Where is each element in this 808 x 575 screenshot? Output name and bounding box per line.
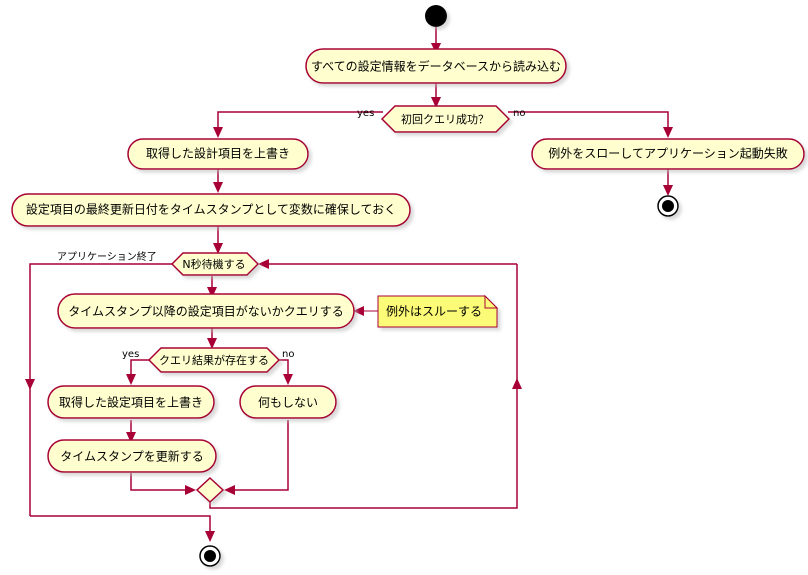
flow-d1-no-to-a4 (508, 111, 669, 132)
arrowhead-a5-to-d3 (207, 338, 217, 349)
decision-d2-exit-label: アプリケーション終了 (57, 250, 157, 263)
flow-d3-no-to-a7 (278, 359, 289, 379)
arrowhead-exit-to-end2 (205, 531, 215, 542)
decision-d1-yes-label: yes (357, 108, 374, 119)
flow-a7-to-merge (230, 420, 289, 491)
arrowhead-d1-yes (213, 127, 223, 138)
arrowhead-loopback-mid (512, 378, 522, 389)
decision-d2-label: N秒待機する (182, 257, 245, 271)
merge-node-m1 (195, 476, 225, 504)
arrowhead-a3-to-d2 (213, 243, 223, 254)
arrowhead-a4-to-end1 (663, 185, 673, 196)
decision-d3-no-label: no (282, 349, 294, 360)
activity-a8-label: タイムスタンプを更新する (60, 449, 203, 464)
activity-a4-label: 例外をスローしてアプリケーション起動失敗 (548, 146, 787, 161)
decision-d3-yes-label: yes (122, 349, 139, 360)
arrowhead-loopback-to-d2 (258, 259, 269, 269)
note-n1: 例外はスルーする (377, 294, 499, 328)
arrowhead-note-connector (353, 306, 364, 316)
decision-d1[interactable]: 初回クエリ成功？ (380, 105, 511, 133)
end-node-e2 (199, 545, 221, 567)
decision-d1-no-label: no (513, 108, 525, 119)
arrowhead-d3-yes (126, 374, 136, 385)
activity-a2[interactable]: 取得した設計項目を上書き (127, 138, 309, 170)
activity-a3[interactable]: 設定項目の最終更新日付をタイムスタンプとして変数に確保しておく (11, 193, 411, 227)
flow-d1-yes-to-a2 (217, 111, 383, 132)
activity-a4[interactable]: 例外をスローしてアプリケーション起動失敗 (531, 138, 805, 170)
activity-a1[interactable]: すべての設定情報をデータベースから読み込む (305, 48, 567, 84)
decision-d3-label: クエリ結果が存在する (159, 353, 269, 367)
arrowhead-d2-exit-mid (25, 379, 35, 390)
activity-a6-label: 取得した設定項目を上書き (59, 395, 203, 410)
arrowhead-a1-to-d1 (431, 97, 441, 108)
end-node-e1 (657, 195, 679, 217)
activity-a5-label: タイムスタンプ以降の設定項目がないかクエリする (68, 304, 343, 319)
arrowhead-a8-to-merge (185, 485, 196, 495)
arrowhead-a2-to-a3 (213, 182, 223, 193)
decision-d1-label: 初回クエリ成功？ (401, 112, 489, 126)
arrowhead-a6-to-a8 (126, 432, 136, 443)
arrowhead-d3-no (283, 374, 293, 385)
flow-d2-exit-left (29, 263, 172, 516)
arrowhead-d1-no (663, 127, 673, 138)
activity-a2-label: 取得した設計項目を上書き (146, 146, 290, 161)
activity-a1-label: すべての設定情報をデータベースから読み込む (311, 59, 561, 74)
activity-a8[interactable]: タイムスタンプを更新する (47, 439, 217, 473)
activity-a7[interactable]: 何もしない (239, 385, 337, 419)
start-node (425, 5, 447, 27)
activity-a5[interactable]: タイムスタンプ以降の設定項目がないかクエリする (57, 293, 355, 329)
activity-a7-label: 何もしない (258, 396, 318, 410)
activity-a6[interactable]: 取得した設定項目を上書き (47, 385, 215, 419)
note-n1-label: 例外はスルーする (386, 305, 482, 319)
activity-a3-label: 設定項目の最終更新日付をタイムスタンプとして変数に確保しておく (26, 202, 396, 217)
flow-d3-yes-to-a6 (130, 359, 150, 379)
decision-d2[interactable]: N秒待機する (170, 252, 260, 276)
arrowhead-a7-to-merge (224, 485, 235, 495)
arrowhead-d2-to-a5 (207, 287, 217, 298)
flow-a8-to-merge (130, 473, 190, 491)
flow-exit-to-end2 (30, 515, 211, 536)
decision-d3[interactable]: クエリ結果が存在する (147, 347, 281, 373)
